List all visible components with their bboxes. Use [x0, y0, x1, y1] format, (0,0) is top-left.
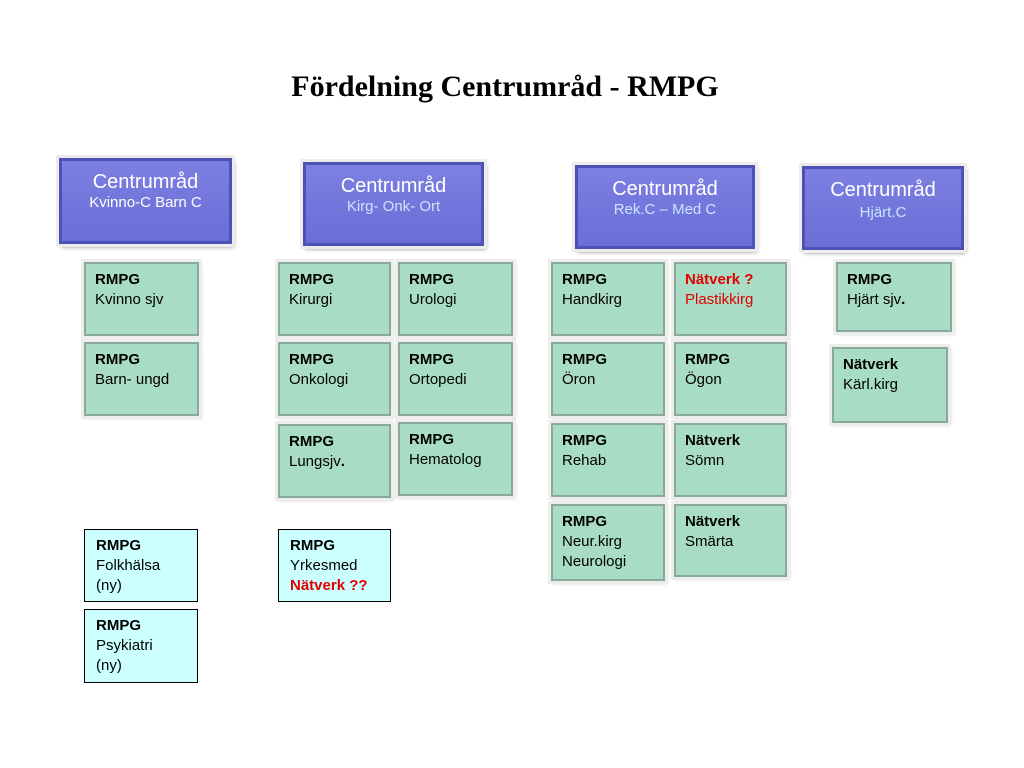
rmpg-handkirg: RMPG Handkirg: [548, 259, 668, 339]
rmpg-ogon: RMPG Ögon: [671, 339, 790, 419]
box-label: RMPG: [847, 271, 892, 288]
centrumrad-heading: Centrumråd: [340, 175, 447, 197]
box-text: Smärta: [685, 533, 734, 550]
rmpg-lungsjv: RMPG Lungsjv.: [275, 421, 394, 501]
box-label: Nätverk: [843, 356, 899, 373]
box-label: RMPG: [562, 432, 607, 449]
centrumrad-kvinno-barn: Centrumråd Kvinno-C Barn C: [56, 155, 235, 247]
box-label: RMPG: [96, 537, 141, 554]
box-text: Onkologi: [289, 371, 349, 388]
box-text: Kirurgi: [289, 291, 333, 308]
centrumrad-sub: Rek.C – Med C: [613, 201, 717, 218]
box-label: RMPG: [685, 351, 730, 368]
box-text: Kvinno sjv: [95, 291, 164, 308]
box-text-suffix: .: [901, 291, 906, 308]
rmpg-psykiatri: RMPG Psykiatri (ny): [84, 609, 198, 683]
natverk-somn: Nätverk Sömn: [671, 420, 790, 500]
rmpg-oron: RMPG Öron: [548, 339, 668, 419]
box-text-line: Hjärt sjv.: [847, 290, 950, 310]
box-label: Nätverk ?: [685, 271, 754, 288]
box-text: Kärl.kirg: [843, 376, 899, 393]
box-text: Neur.kirg: [562, 533, 623, 550]
box-label: RMPG: [409, 271, 454, 288]
box-label: RMPG: [95, 351, 140, 368]
rmpg-kvinno-sjv: RMPG Kvinno sjv: [81, 259, 202, 339]
box-text: Ortopedi: [409, 371, 467, 388]
rmpg-barn-ungd: RMPG Barn- ungd: [81, 339, 202, 419]
box-text: Urologi: [409, 291, 457, 308]
natverk-plastikkirg: Nätverk ? Plastikkirg: [671, 259, 790, 339]
centrumrad-hjart: Centrumråd Hjärt.C: [799, 163, 967, 253]
box-text: Plastikkirg: [685, 291, 754, 308]
box-text: Yrkesmed: [290, 557, 358, 574]
centrumrad-rek-med: Centrumråd Rek.C – Med C: [572, 162, 758, 252]
box-label: RMPG: [96, 617, 141, 634]
box-text: Handkirg: [562, 291, 623, 308]
box-text: Barn- ungd: [95, 371, 170, 388]
rmpg-kirurgi: RMPG Kirurgi: [275, 259, 394, 339]
box-label: RMPG: [290, 537, 335, 554]
centrumrad-sub: Kvinno-C Barn C: [89, 194, 202, 211]
box-label: RMPG: [289, 271, 334, 288]
box-text: Lungsjv: [289, 453, 341, 470]
box-label: RMPG: [562, 271, 607, 288]
natverk-smarta: Nätverk Smärta: [671, 501, 790, 580]
box-text: Hematolog: [409, 451, 482, 468]
box-text-2: (ny): [96, 577, 122, 594]
rmpg-folkhalsa: RMPG Folkhälsa (ny): [84, 529, 198, 602]
rmpg-onkologi: RMPG Onkologi: [275, 339, 394, 419]
box-label: RMPG: [409, 351, 454, 368]
centrumrad-heading: Centrumråd: [92, 171, 199, 193]
box-label: RMPG: [562, 513, 607, 530]
rmpg-hematolog: RMPG Hematolog: [395, 419, 516, 499]
box-text-2: (ny): [96, 657, 122, 674]
box-text: Psykiatri: [96, 637, 153, 654]
box-text: Ögon: [685, 371, 722, 388]
box-text: Sömn: [685, 452, 725, 469]
rmpg-ortopedi: RMPG Ortopedi: [395, 339, 516, 419]
box-text-line: Lungsjv.: [289, 452, 389, 472]
box-text-suffix: .: [340, 453, 345, 470]
box-label: RMPG: [95, 271, 140, 288]
rmpg-urologi: RMPG Urologi: [395, 259, 516, 339]
centrumrad-heading: Centrumråd: [830, 179, 936, 201]
box-label: Nätverk: [685, 432, 741, 449]
centrumrad-sub: Hjärt.C: [859, 204, 907, 221]
box-label: RMPG: [562, 351, 607, 368]
box-text: Folkhälsa: [96, 557, 161, 574]
box-text: Rehab: [562, 452, 607, 469]
box-text-2: Nätverk ??: [290, 577, 368, 594]
centrumrad-kirg-onk-ort: Centrumråd Kirg- Onk- Ort: [300, 159, 487, 249]
box-text: Öron: [562, 371, 596, 388]
natverk-karl-kirg: Nätverk Kärl.kirg: [829, 344, 951, 426]
box-label: RMPG: [289, 433, 334, 450]
box-text: Hjärt sjv: [847, 291, 902, 308]
rmpg-neur: RMPG Neur.kirg Neurologi: [548, 501, 668, 584]
box-label: RMPG: [409, 431, 454, 448]
rmpg-yrkesmed: RMPG Yrkesmed Nätverk ??: [278, 529, 391, 602]
rmpg-hjart-sjv: RMPG Hjärt sjv.: [833, 259, 955, 335]
page-title: Fördelning Centrumråd - RMPG: [291, 70, 719, 103]
rmpg-rehab: RMPG Rehab: [548, 420, 668, 500]
box-label: Nätverk: [685, 513, 741, 530]
box-label: RMPG: [289, 351, 334, 368]
centrumrad-sub: Kirg- Onk- Ort: [346, 198, 441, 215]
centrumrad-heading: Centrumråd: [612, 178, 718, 200]
box-text-2: Neurologi: [562, 553, 627, 570]
